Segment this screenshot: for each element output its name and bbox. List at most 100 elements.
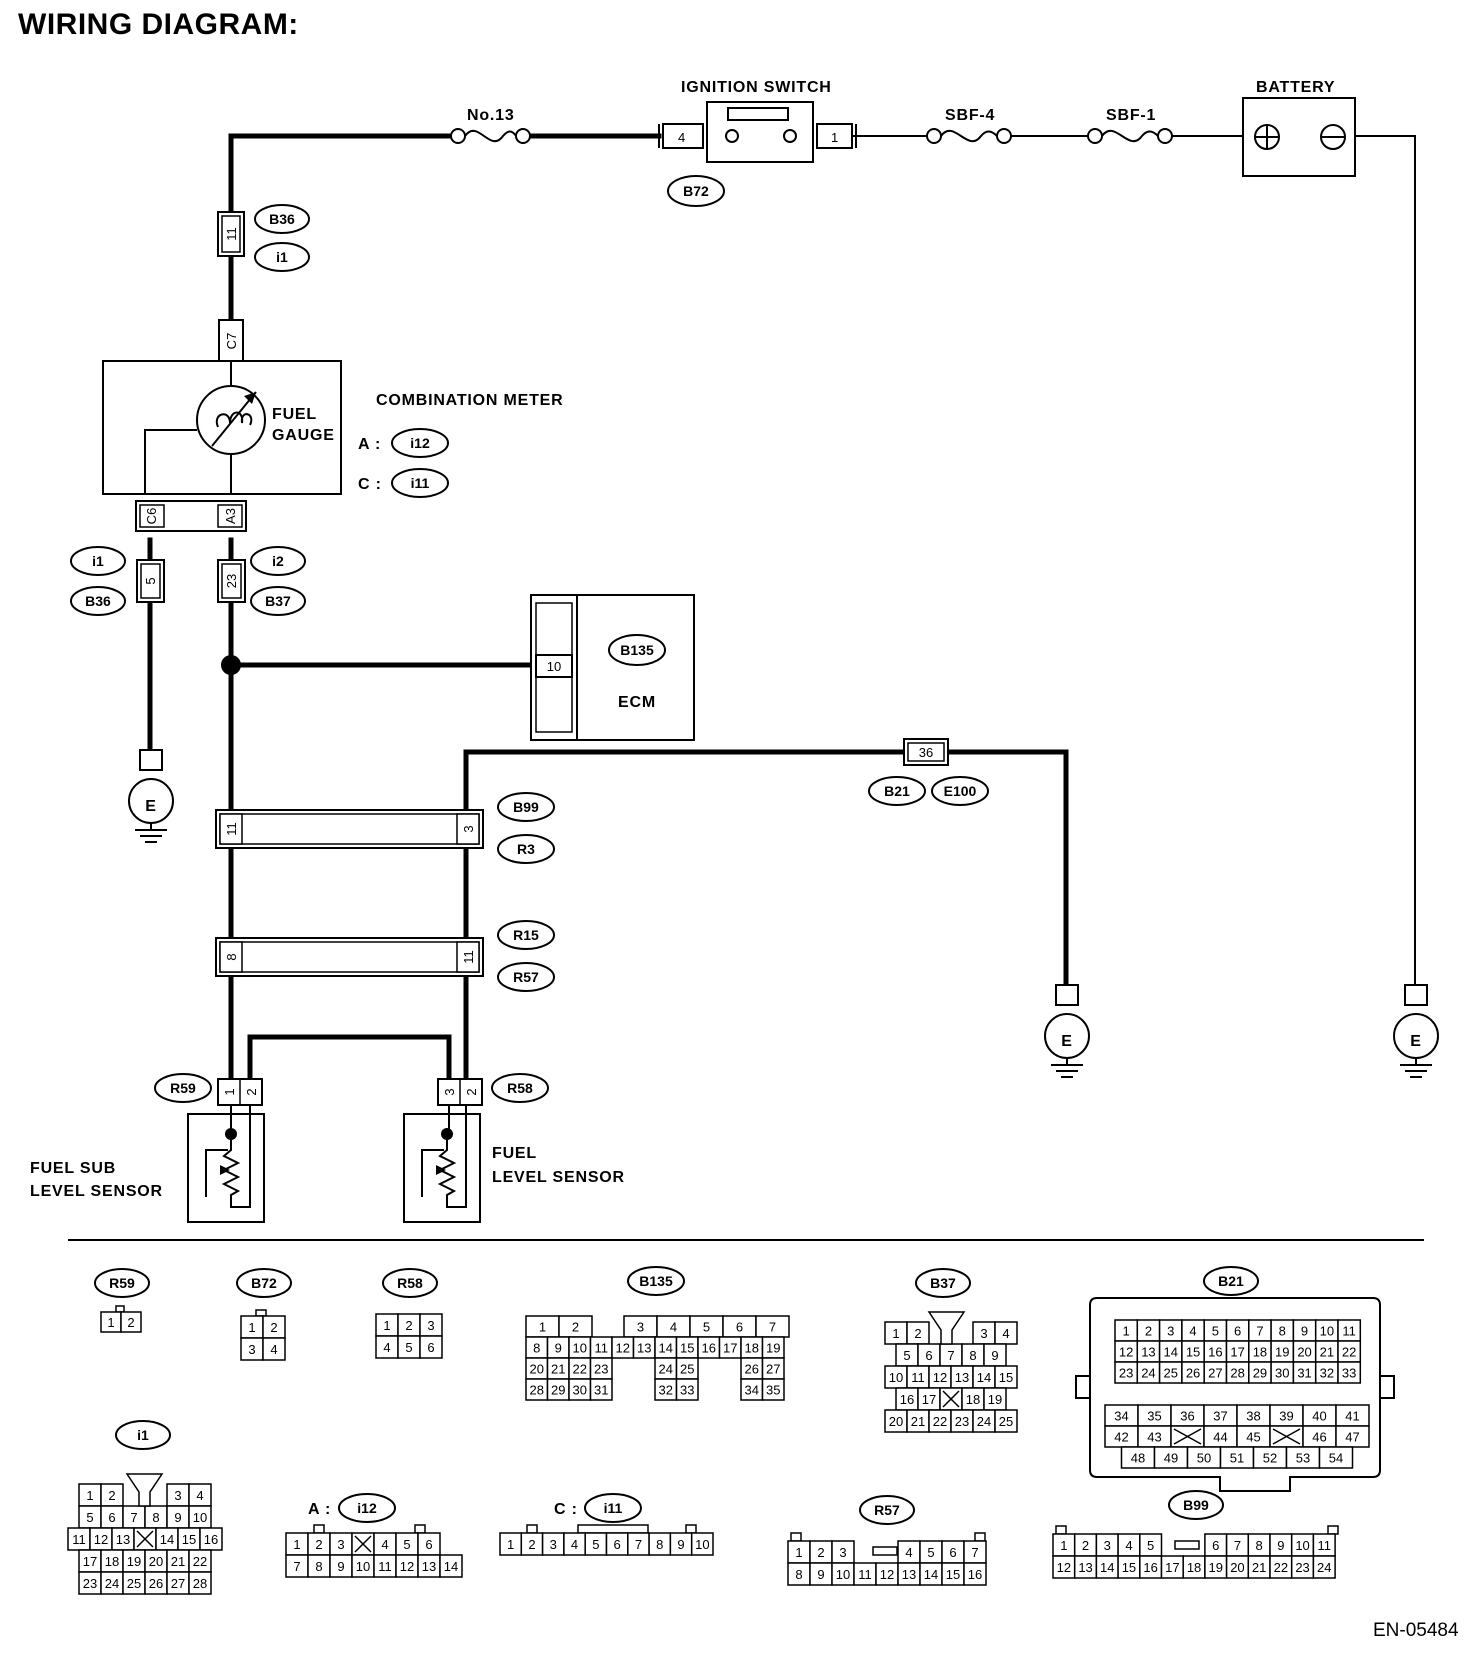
pin-number: 13 [955,1370,969,1385]
pin-number: 1 [293,1537,300,1552]
pin-number: 27 [766,1362,780,1377]
pin-number: 18 [105,1554,119,1569]
b36-pin-5: 5 [143,577,158,584]
pin-number: 4 [1125,1538,1132,1553]
pin-number: 8 [969,1348,976,1363]
blank-pin-mark [1173,1428,1202,1445]
wire-main-power [228,133,455,223]
pin-number: 6 [427,1340,434,1355]
combination-meter-tags: COMBINATION METER A : i12 C : i11 [358,392,564,498]
pin-number: 4 [196,1488,203,1503]
pin-number: 11 [858,1567,872,1582]
ig-pin-4: 4 [678,130,685,145]
pin-number: 26 [745,1362,759,1377]
pin-number: 14 [160,1532,174,1547]
view-tag-i1: i1 [137,1427,149,1443]
b99-pin-11: 11 [224,822,239,836]
meter-c-prefix: C : [358,476,382,493]
pin-number: 8 [1279,1324,1286,1339]
pin-number: 6 [925,1348,932,1363]
pin-number: 19 [988,1392,1002,1407]
pin-number: 4 [905,1545,912,1560]
tag-i11: i11 [411,475,430,491]
pin-number: 30 [1275,1366,1289,1381]
tag-i2: i2 [272,553,284,569]
pin-number: 1 [795,1545,802,1560]
pin-number: 1 [892,1326,899,1341]
connector-tab [414,1524,426,1534]
ground-left-e: E [145,798,156,815]
connector-b72-tag: B72 [683,183,709,199]
pin-number: 20 [149,1554,163,1569]
b37-pin-23: 23 [224,574,239,588]
blank-pin-mark [136,1530,154,1548]
b21-housing [1075,1297,1395,1492]
pin-number: 3 [637,1320,644,1335]
pin-number: 24 [659,1362,673,1377]
pin-number: 23 [1295,1560,1309,1575]
pin-number: 14 [977,1370,991,1385]
fuel-level-sensor: 3 2 R58 FUEL LEVEL SENSOR [403,1073,624,1223]
pin-number: 12 [1119,1345,1133,1360]
pin-number: 9 [174,1510,181,1525]
pin-number: 5 [592,1537,599,1552]
ground-left: E [128,749,174,843]
pin-number: 3 [427,1318,434,1333]
pin-number: 14 [1100,1560,1114,1575]
pin-number: 2 [817,1545,824,1560]
view-tag-r59: R59 [109,1275,135,1291]
pin-number: 2 [270,1320,277,1335]
pin-number: 16 [1143,1560,1157,1575]
pin-cell [188,1571,212,1595]
connector-r15-r57: 8 11 R15 R57 [215,920,555,992]
pin-number: 7 [769,1320,776,1335]
connector-b99-r3: 11 3 B99 R3 [215,792,555,864]
pin-number: 28 [1230,1366,1244,1381]
pin-c6: C6 [144,508,159,525]
pin-number: 5 [703,1320,710,1335]
view-tag-b99: B99 [1183,1497,1209,1513]
connector-b37: 23 i2 B37 [217,546,306,616]
pin-number: 4 [1189,1324,1196,1339]
pin-number: 15 [1186,1345,1200,1360]
tag-b36-mid: B36 [85,593,111,609]
pin-number: 19 [127,1554,141,1569]
joint-pin-36: 36 [919,745,933,760]
view-tag-i11: i11 [604,1500,623,1516]
pin-number: 13 [1078,1560,1092,1575]
pin-number: 35 [766,1383,780,1398]
pin-number: 28 [193,1576,207,1591]
pin-number: 11 [378,1559,392,1574]
pin-number: 21 [551,1362,565,1377]
pin-number: 11 [1342,1324,1356,1339]
pin-number: 24 [1141,1366,1155,1381]
pin-a3: A3 [223,508,238,524]
pin-number: 12 [1057,1560,1071,1575]
connector-lock-icon [125,1473,164,1507]
b36-pin-11: 11 [224,227,239,241]
pin-number: 3 [839,1545,846,1560]
wire-battery-ground [1355,135,1416,986]
pin-number: 29 [551,1383,565,1398]
sbf1-label: SBF-1 [1106,107,1156,124]
view-tag-b21: B21 [1218,1273,1244,1289]
pin-number: 1 [507,1537,514,1552]
fuse-no13-label: No.13 [467,107,515,124]
pin-number: 21 [911,1414,925,1429]
pin-number: 4 [381,1537,388,1552]
pin-number: 13 [637,1341,651,1356]
blank-pin-mark [1272,1428,1301,1445]
pin-number: 3 [248,1342,255,1357]
pin-number: 10 [193,1510,207,1525]
tag-r15: R15 [513,927,539,943]
pin-number: 9 [677,1537,684,1552]
pin-number: 52 [1263,1451,1277,1466]
pin-number: 3 [1104,1538,1111,1553]
pin-number: 20 [1230,1560,1244,1575]
pin-number: 54 [1329,1451,1343,1466]
blank-pin-mark [354,1535,372,1553]
combination-meter-label: COMBINATION METER [376,392,564,409]
pin-number: 2 [108,1488,115,1503]
tag-b99: B99 [513,799,539,815]
